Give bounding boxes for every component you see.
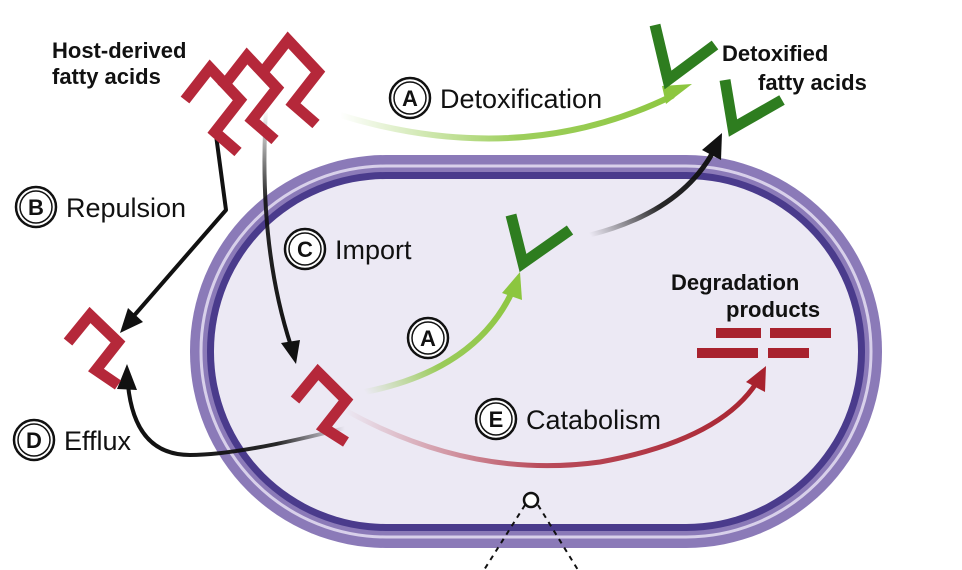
detox-fatty-acid-1 — [649, 23, 719, 90]
process-label: Detoxification — [440, 84, 602, 114]
badge-letter: C — [297, 237, 313, 262]
detox-fatty-acid-2 — [719, 79, 785, 137]
degradation-bar-4 — [768, 348, 809, 358]
badge-circle — [388, 76, 432, 120]
badge-letter: D — [26, 428, 42, 453]
arrowhead-detoxification-inside — [502, 272, 522, 300]
host-fatty-acid-3 — [258, 31, 326, 129]
arrow-detoxification-inside — [362, 289, 515, 395]
degradation-bar-1 — [716, 328, 761, 338]
arrow-to-detox-fa — [587, 149, 716, 238]
arrowhead-efflux — [117, 364, 137, 390]
badge-circle-inner — [393, 81, 427, 115]
badge-circle-inner — [288, 232, 322, 266]
arrow-efflux — [126, 383, 347, 458]
process-label: Catabolism — [526, 405, 661, 435]
arrow-import — [262, 108, 293, 348]
zoom-circle — [522, 491, 540, 509]
process-catabolism: E Catabolism — [474, 397, 661, 441]
process-label: Efflux — [64, 426, 132, 456]
zoom-indicator — [483, 491, 579, 570]
arrowhead-detoxification-top — [662, 84, 692, 104]
process-label: Import — [335, 235, 412, 265]
detox-fatty-acid-inside — [505, 213, 574, 273]
degradation-bar-2 — [770, 328, 831, 338]
badge-letter: E — [489, 407, 504, 432]
detoxified-fatty-acids-label-line1: Detoxified — [722, 41, 828, 66]
badge-circle-inner — [19, 190, 53, 224]
host-fatty-acid-2 — [217, 47, 285, 145]
badge-letter: B — [28, 195, 44, 220]
process-label: Repulsion — [66, 193, 186, 223]
arrowhead-to-detox-fa — [702, 133, 722, 160]
arrows — [117, 84, 766, 469]
badge-circle — [406, 316, 450, 360]
detoxified-fatty-acids — [505, 23, 785, 273]
process-repulsion: B Repulsion — [14, 185, 186, 229]
badge-circle — [283, 227, 327, 271]
badge-letter: A — [420, 326, 436, 351]
badge-circle — [14, 185, 58, 229]
badge-circle-inner — [411, 321, 445, 355]
badge-letter: A — [402, 86, 418, 111]
arrowhead-catabolism — [746, 366, 766, 392]
badge-circle — [474, 397, 518, 441]
degradation-products-label-line2: products — [726, 297, 820, 322]
process-detoxification-inside: A — [406, 316, 450, 360]
degradation-bar-3 — [697, 348, 758, 358]
arrow-catabolism — [342, 379, 760, 469]
process-efflux: D Efflux — [12, 418, 132, 462]
cytoplasm — [214, 179, 858, 524]
zoom-line-right — [537, 504, 579, 570]
arrow-repulsion — [130, 133, 228, 320]
detoxified-fatty-acids-label-line2: fatty acids — [758, 70, 867, 95]
host-fatty-acids — [63, 31, 354, 447]
arrowhead-repulsion — [120, 308, 143, 333]
degradation-products-label-line1: Degradation — [671, 270, 799, 295]
badge-circle — [12, 418, 56, 462]
bacterial-cell — [190, 155, 882, 548]
arrow-detoxification-top — [337, 93, 675, 142]
host-fatty-acid-1 — [180, 59, 248, 157]
arrowhead-import — [281, 340, 300, 364]
degradation-products — [697, 328, 831, 358]
zoom-line-left — [483, 504, 526, 570]
host-fatty-acids-label-line1: Host-derived — [52, 38, 186, 63]
periplasm-line — [199, 164, 873, 539]
badge-circle-inner — [17, 423, 51, 457]
process-import: C Import — [283, 227, 412, 271]
repelled-fatty-acid — [63, 306, 126, 390]
badge-circle-inner — [479, 402, 513, 436]
imported-fatty-acid — [290, 363, 354, 447]
host-fatty-acids-label-line2: fatty acids — [52, 64, 161, 89]
process-detoxification-top: A Detoxification — [388, 76, 602, 120]
